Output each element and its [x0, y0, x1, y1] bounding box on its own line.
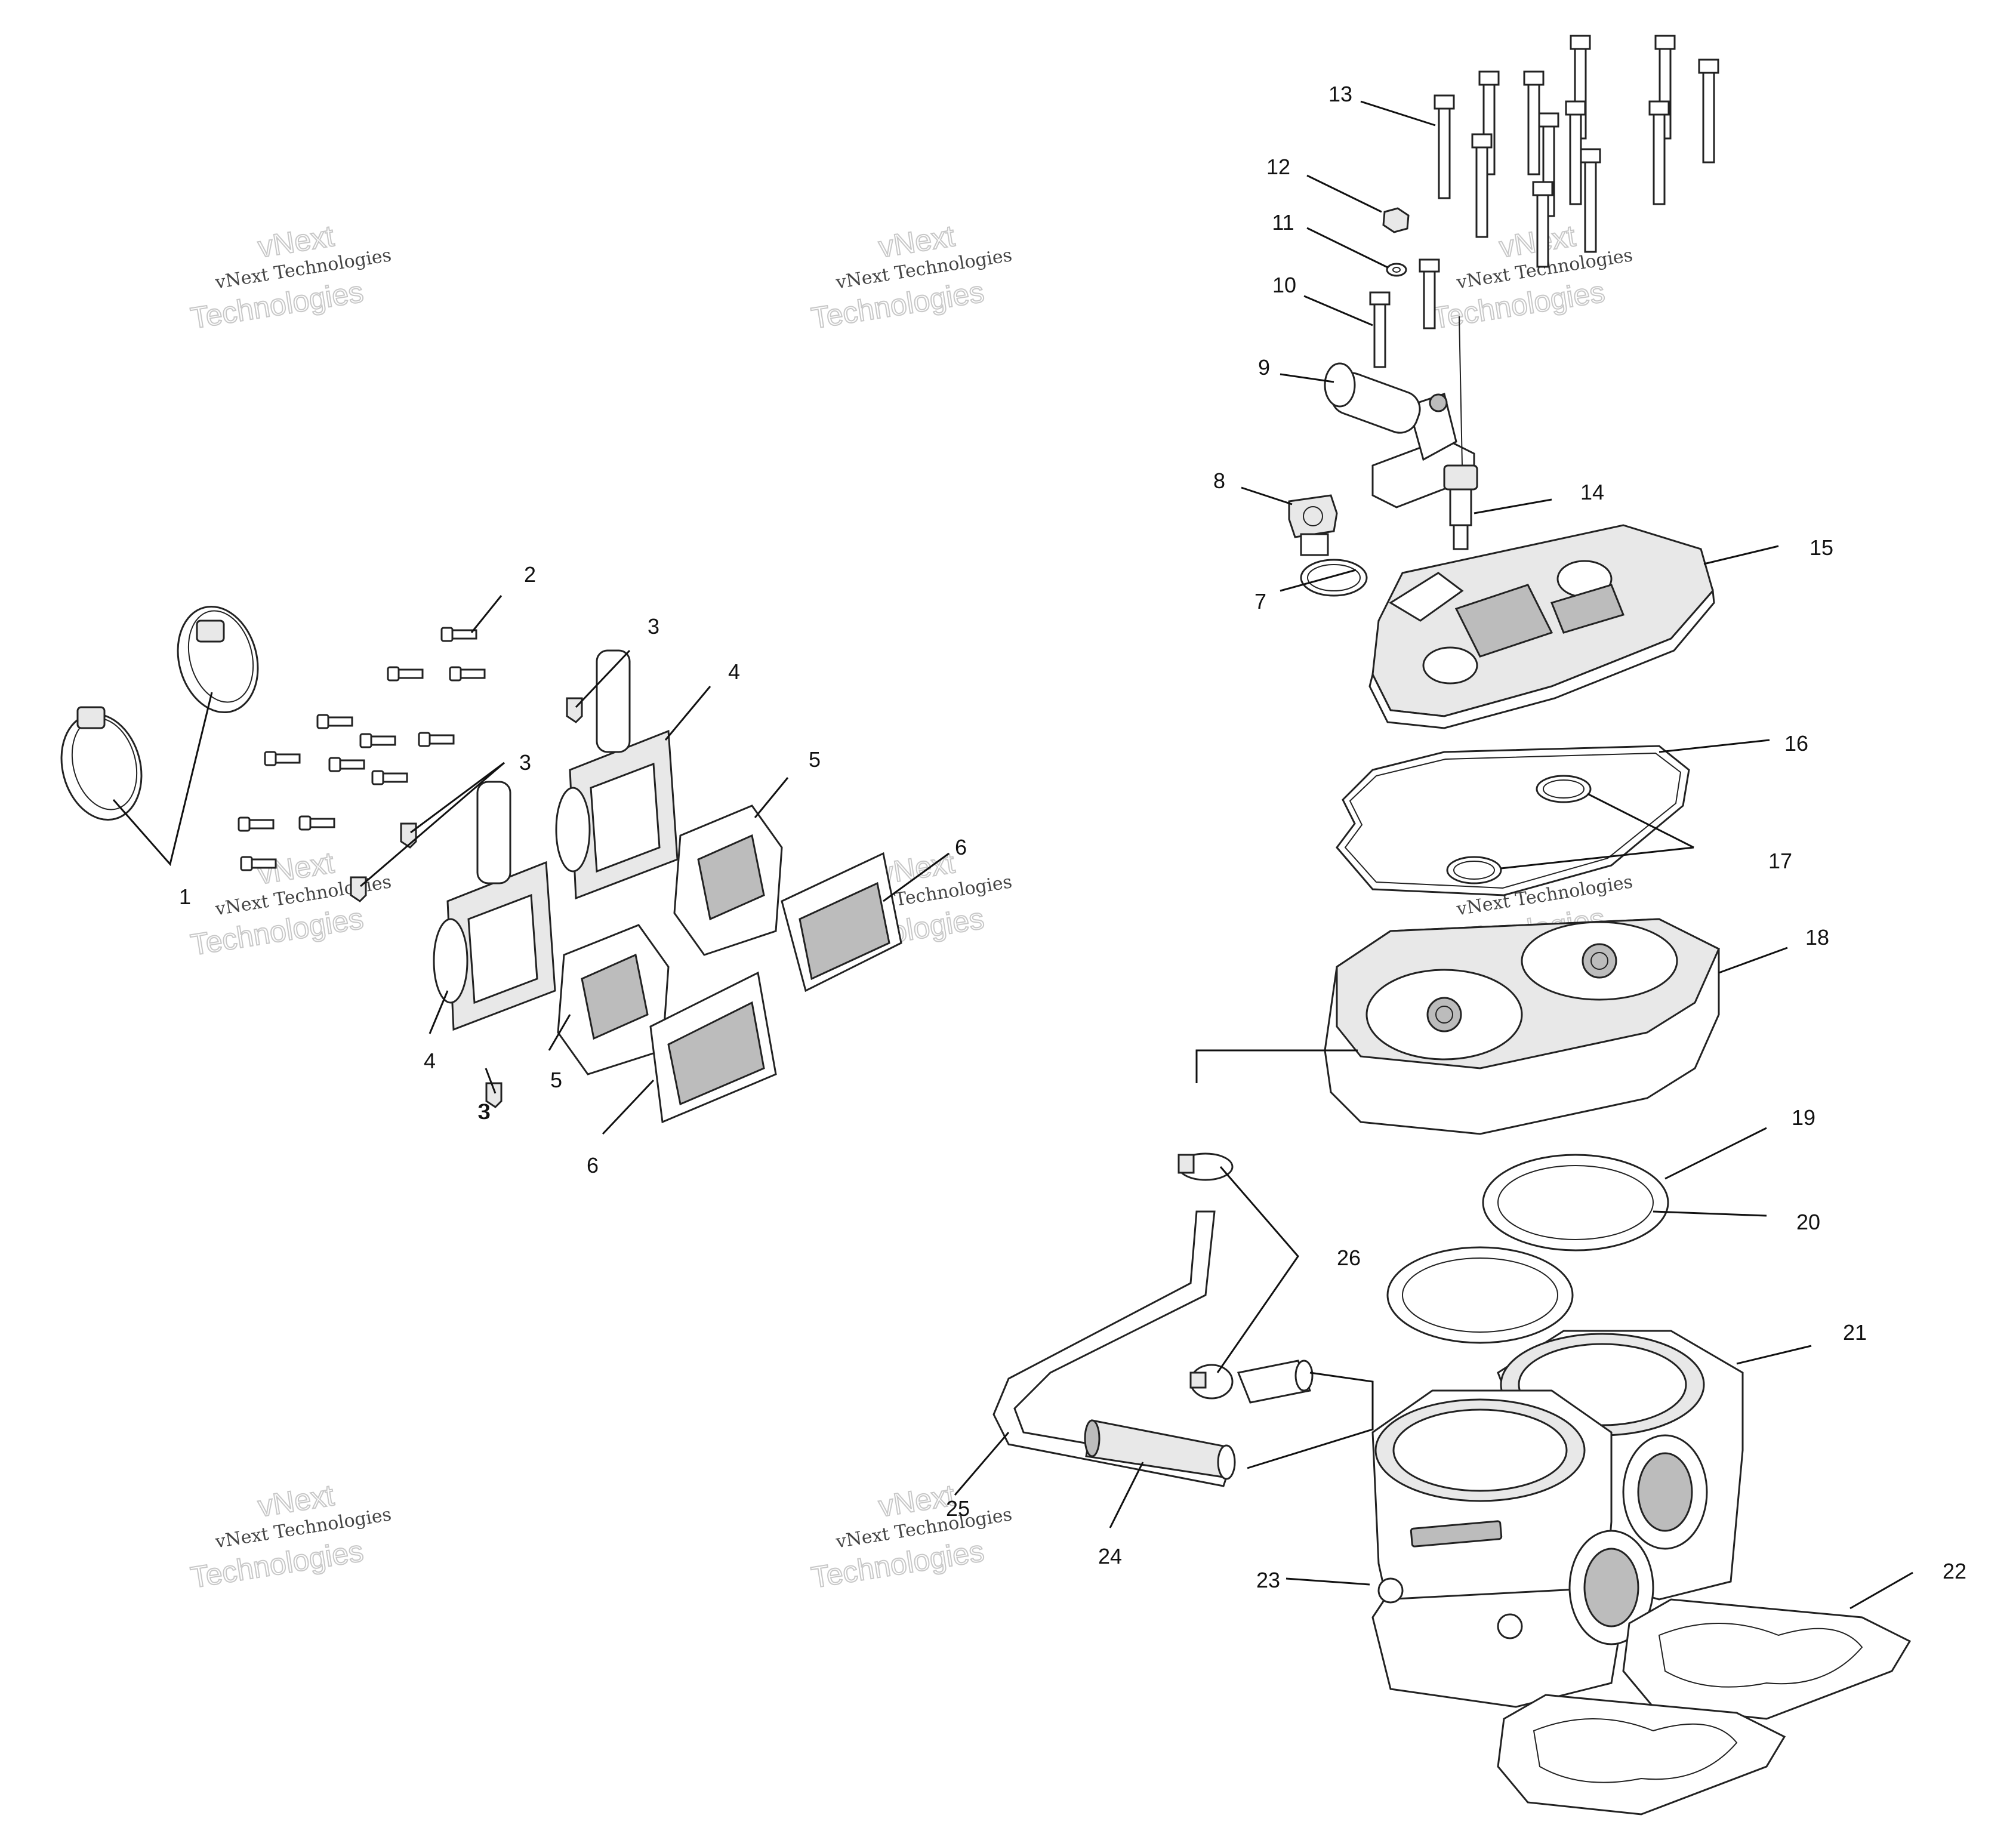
cylinder-head-cover [1368, 524, 1715, 729]
thermostat [1288, 494, 1338, 556]
svg-text:Technologies: Technologies [189, 901, 366, 961]
callout-label: 15 [1810, 535, 1833, 560]
hose-clamp-upper [1177, 1152, 1234, 1181]
hose-clamp-lower [1189, 1364, 1234, 1400]
svg-text:Technologies: Technologies [809, 275, 987, 335]
callout-label: 5 [809, 747, 821, 772]
reed-stopper-upper [673, 805, 783, 956]
washer [1386, 263, 1407, 277]
callout-label: 16 [1784, 731, 1808, 756]
callout-label: 6 [587, 1153, 599, 1178]
base-gasket-upper [1622, 1598, 1912, 1720]
callout-labels: 1 2 3 3 3 3 4 4 5 5 6 6 7 8 9 10 11 12 1… [179, 82, 1966, 1592]
callout-label: 3 [477, 1099, 489, 1124]
svg-text:Technologies: Technologies [189, 275, 366, 335]
hose-clamp-2 [177, 605, 259, 714]
watermark: vNext vNext Technologies Technologies [1429, 218, 1635, 335]
callout-label: 5 [550, 1068, 562, 1092]
short-bolts [1369, 258, 1440, 368]
callout-label: 3 [519, 750, 531, 775]
callout-label: 18 [1805, 925, 1829, 950]
callout-label: 4 [728, 659, 740, 684]
watermark: vNext vNext Technologies Technologies [809, 218, 1014, 335]
hose-fitting [1237, 1360, 1314, 1404]
callout-label: 11 [1272, 210, 1294, 235]
svg-text:Technologies: Technologies [1430, 275, 1607, 335]
svg-text:Technologies: Technologies [189, 1534, 366, 1594]
o-ring-small-upper [1536, 775, 1592, 803]
callout-label: 1 [179, 884, 191, 909]
callout-label: 17 [1768, 849, 1792, 873]
head-gasket-lower [1386, 1246, 1574, 1344]
hose-clamp-1 [60, 706, 143, 821]
temperature-sensor [1443, 316, 1478, 550]
callout-label: 26 [1337, 1246, 1361, 1270]
callout-label: 2 [524, 562, 536, 587]
callout-label: 3 [479, 1099, 491, 1124]
cylinder-head-bolts [1434, 35, 1719, 268]
callout-label: 20 [1796, 1210, 1820, 1234]
o-ring-small-lower [1446, 856, 1502, 884]
callout-label: 8 [1213, 468, 1225, 493]
callout-label: 10 [1272, 273, 1296, 297]
reed-stopper-lower [557, 924, 670, 1075]
cylinder [1371, 1330, 1744, 1708]
head-gasket-upper [1482, 1154, 1669, 1252]
head-cover-gasket [1336, 745, 1690, 896]
callout-label: 6 [955, 835, 967, 859]
callout-label: 22 [1943, 1559, 1966, 1583]
callout-label: 21 [1843, 1320, 1867, 1345]
hose-connector [1084, 1419, 1236, 1480]
base-gasket-lower [1497, 1694, 1786, 1815]
reed-valve-housing-lower [433, 781, 556, 1031]
callout-label: 24 [1098, 1544, 1122, 1568]
reed-valve-upper [781, 852, 902, 992]
callout-label: 25 [946, 1496, 970, 1521]
watermark: vNext vNext Technologies Technologies [809, 1478, 1014, 1595]
callout-label: 12 [1266, 155, 1290, 179]
callout-label: 7 [1254, 589, 1266, 614]
callout-label: 9 [1258, 355, 1270, 380]
bolts-group-2 [238, 627, 486, 871]
cylinder-head [1324, 918, 1720, 1135]
svg-text:Technologies: Technologies [809, 1534, 987, 1594]
watermark: vNext vNext Technologies Technologies [188, 845, 393, 962]
cylinder-head-reference-line [1195, 1049, 1358, 1083]
nut [1382, 207, 1410, 233]
clip-3d [485, 1082, 503, 1108]
reed-valve-lower [649, 971, 777, 1124]
callout-label: 3 [648, 614, 659, 639]
callout-label: 4 [424, 1049, 436, 1073]
callout-label: 19 [1792, 1105, 1815, 1130]
watermark: vNext vNext Technologies Technologies [188, 218, 393, 335]
callout-label: 13 [1328, 82, 1352, 106]
clip-3a [566, 697, 583, 723]
reed-valve-housing-upper [555, 649, 679, 900]
clip-3c [350, 876, 367, 902]
o-ring [1300, 559, 1368, 597]
thermostat-housing [1324, 362, 1475, 508]
leader-lines [112, 100, 1913, 1610]
callout-label: 14 [1580, 480, 1604, 504]
watermark: vNext vNext Technologies Technologies [188, 1478, 393, 1595]
callout-label: 23 [1256, 1568, 1280, 1592]
